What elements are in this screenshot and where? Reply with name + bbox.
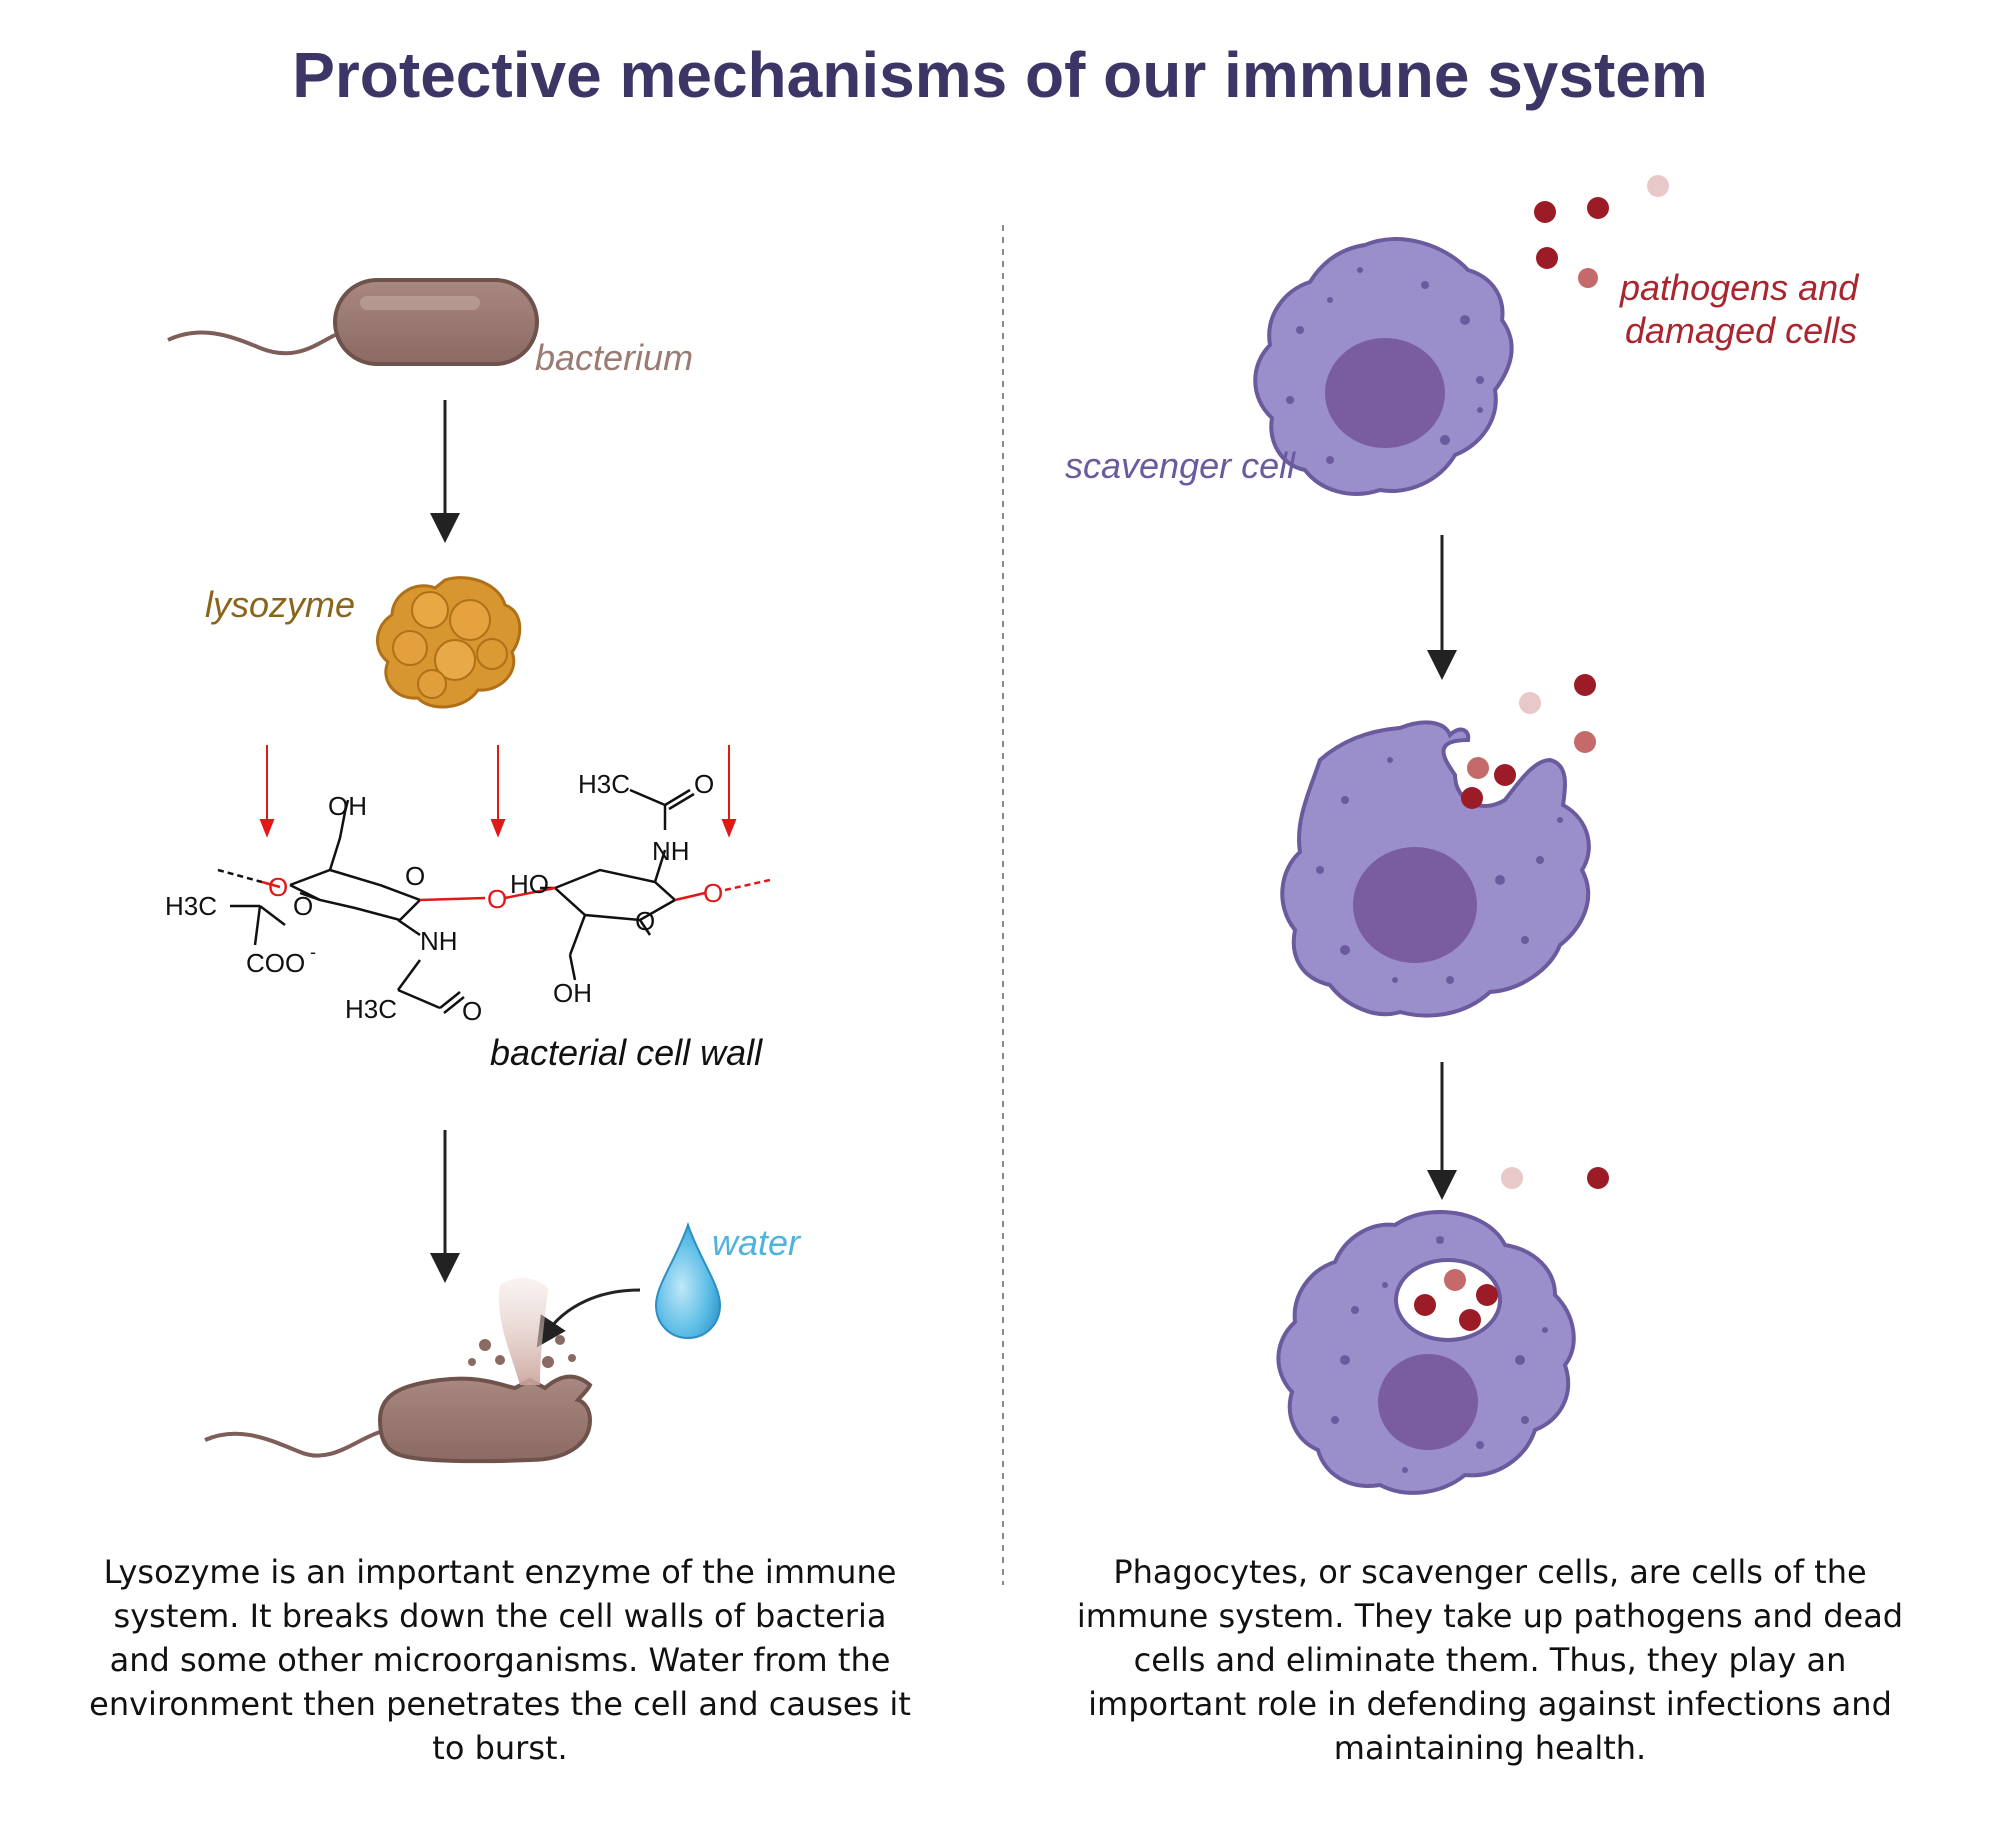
atom-oh-top: OH <box>328 791 367 821</box>
scavenger-cell-2 <box>1280 720 1591 1018</box>
lysozyme-label: lysozyme <box>205 584 355 625</box>
cleavage-arrows <box>259 745 737 838</box>
atom-o-carbonyl-bottom: O <box>462 996 482 1026</box>
right-caption: Phagocytes, or scavenger cells, are cell… <box>1076 1553 1904 1767</box>
cell-wall-label: bacterial cell wall <box>490 1032 763 1073</box>
atom-o-glyco: O <box>487 884 507 914</box>
pathogens-group-2 <box>1461 674 1596 809</box>
cell-wall-structure <box>217 788 771 1014</box>
scavenger-label: scavenger cell <box>1065 445 1296 486</box>
atom-h3c-top-right: H3C <box>578 769 630 799</box>
atom-o-ring1: O <box>405 861 425 891</box>
water-drop-icon <box>654 1221 722 1340</box>
atom-nh-left: NH <box>420 926 458 956</box>
atom-oh-bottom: OH <box>553 978 592 1008</box>
atom-o-ring2: O <box>635 906 655 936</box>
figure-title: Protective mechanisms of our immune syst… <box>292 39 1708 111</box>
atom-h3c-left: H3C <box>165 891 217 921</box>
water-label: water <box>712 1222 802 1263</box>
atom-o-link-right: O <box>703 878 723 908</box>
atom-nh-right: NH <box>652 836 690 866</box>
water-flow-arrow <box>536 1288 641 1348</box>
pathogens-label-line1: pathogens and <box>1619 267 1859 308</box>
atom-coo: COO <box>246 948 305 978</box>
bacterium-bursting <box>204 1277 593 1464</box>
left-caption: Lysozyme is an important enzyme of the i… <box>89 1553 911 1767</box>
scavenger-cell-3 <box>1276 1209 1576 1495</box>
pathogens-group-1 <box>1534 175 1669 288</box>
atom-coo-charge: - <box>310 942 316 962</box>
atom-h3c-bottom: H3C <box>345 994 397 1024</box>
scavenger-cell-1 <box>1253 237 1514 496</box>
lysozyme-icon <box>375 576 522 709</box>
cell-wall-atoms: OH O O H3C O COO - NH H3C O O HO O OH H3… <box>165 769 723 1026</box>
bacterium-label: bacterium <box>535 337 693 378</box>
atom-o-link-left: O <box>268 872 288 902</box>
atom-o-carbonyl-top: O <box>694 769 714 799</box>
pathogens-label-line2: damaged cells <box>1625 310 1857 351</box>
atom-o-ether: O <box>293 891 313 921</box>
pathogens-group-3 <box>1501 1167 1609 1189</box>
bacterium-intact <box>167 278 539 366</box>
atom-ho-right: HO <box>510 869 549 899</box>
